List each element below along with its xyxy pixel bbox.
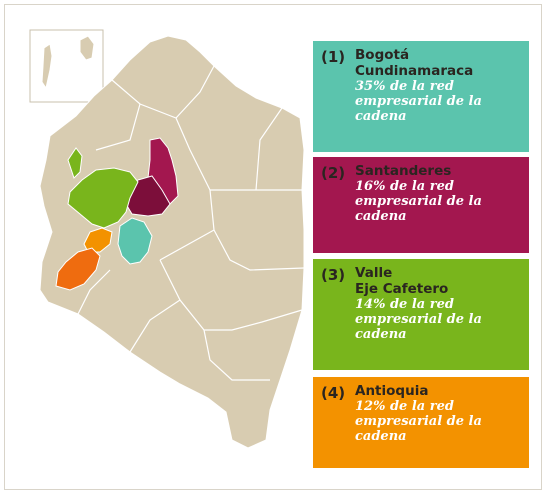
region-valle-eje-cafetero	[67, 167, 139, 229]
region-card-3: (3) Valle Eje Cafetero 14% de la red emp…	[313, 259, 529, 370]
region-card-2: (2) Santanderes 16% de la red empresaria…	[313, 157, 529, 253]
region-number: (3)	[321, 266, 346, 284]
region-number: (2)	[321, 164, 346, 182]
region-card-1: (1) Bogotá Cundinamaraca 35% de la red e…	[313, 41, 529, 152]
region-choco-north	[67, 147, 83, 179]
island-san-andres	[41, 43, 53, 90]
region-name-line: Antioquia	[355, 383, 429, 399]
island-providencia	[79, 35, 95, 61]
region-antioquia-light	[83, 227, 113, 253]
region-share-line: 14% de la red	[355, 297, 454, 312]
region-share-line: empresarial de la	[355, 414, 482, 429]
region-number: (4)	[321, 384, 346, 402]
region-share-line: cadena	[355, 209, 407, 224]
region-share-line: empresarial de la	[355, 312, 482, 327]
region-name-line: Valle	[355, 265, 393, 281]
region-share-line: cadena	[355, 109, 407, 124]
region-share-line: empresarial de la	[355, 194, 482, 209]
region-share-line: 16% de la red	[355, 179, 454, 194]
region-name-line: Santanderes	[355, 163, 452, 179]
region-card-4: (4) Antioquia 12% de la red empresarial …	[313, 377, 529, 468]
region-number: (1)	[321, 48, 346, 66]
region-bogota-cundinamarca	[117, 217, 153, 265]
region-share-line: empresarial de la	[355, 94, 482, 109]
region-share-line: 35% de la red	[355, 79, 454, 94]
region-share-line: cadena	[355, 327, 407, 342]
region-share-line: cadena	[355, 429, 407, 444]
region-name-line: Bogotá	[355, 47, 410, 63]
department-borders	[77, 65, 305, 381]
islands-inset-box	[29, 29, 104, 103]
region-antioquia-dark	[55, 247, 101, 291]
region-name-line: Eje Cafetero	[355, 281, 449, 297]
region-name-line: Cundinamaraca	[355, 63, 474, 79]
colombia-mainland	[39, 35, 305, 449]
region-share-line: 12% de la red	[355, 399, 454, 414]
